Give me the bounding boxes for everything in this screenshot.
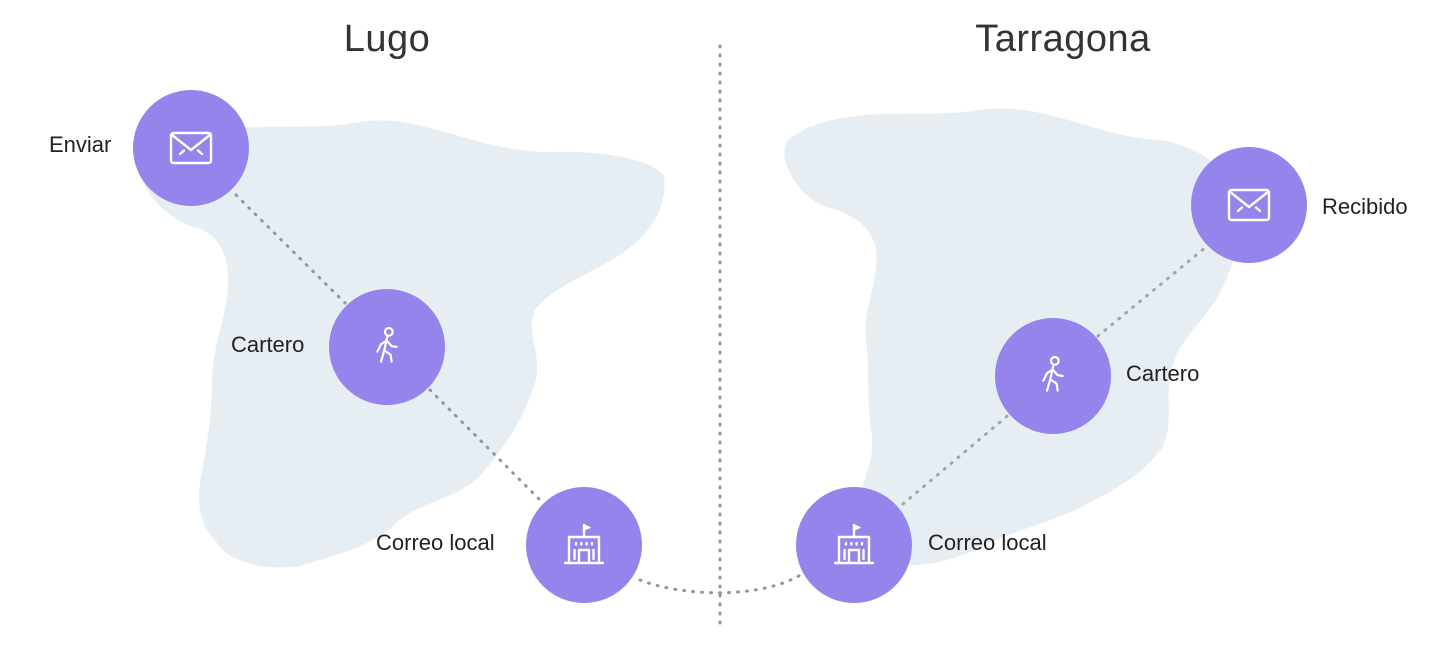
route-office-to-postman	[901, 410, 1014, 506]
node-postman-right-label: Cartero	[1126, 361, 1199, 386]
node-postman-left-circle	[329, 289, 445, 405]
node-postman-right-circle	[995, 318, 1111, 434]
node-office-right-label: Correo local	[928, 530, 1047, 555]
node-office-left-circle	[526, 487, 642, 603]
node-send-circle	[133, 90, 249, 206]
node-received-label: Recibido	[1322, 194, 1408, 219]
node-send-label: Enviar	[49, 132, 111, 157]
right-city-title: Tarragona	[975, 18, 1151, 60]
node-office-right: Correo local	[796, 487, 1047, 603]
route-postman-to-received	[1096, 245, 1208, 338]
route-send-to-postman	[234, 193, 347, 305]
node-send: Enviar	[49, 90, 249, 206]
node-office-right-circle	[796, 487, 912, 603]
node-postman-left: Cartero	[231, 289, 445, 405]
route-office-to-office	[638, 572, 804, 595]
node-office-left-label: Correo local	[376, 530, 495, 555]
node-postman-left-label: Cartero	[231, 332, 304, 357]
route-postman-to-office	[428, 388, 542, 502]
node-received-circle	[1191, 147, 1307, 263]
node-postman-right: Cartero	[995, 318, 1199, 434]
node-office-left: Correo local	[376, 487, 642, 603]
node-received: Recibido	[1191, 147, 1408, 263]
left-city-title: Lugo	[344, 18, 431, 60]
